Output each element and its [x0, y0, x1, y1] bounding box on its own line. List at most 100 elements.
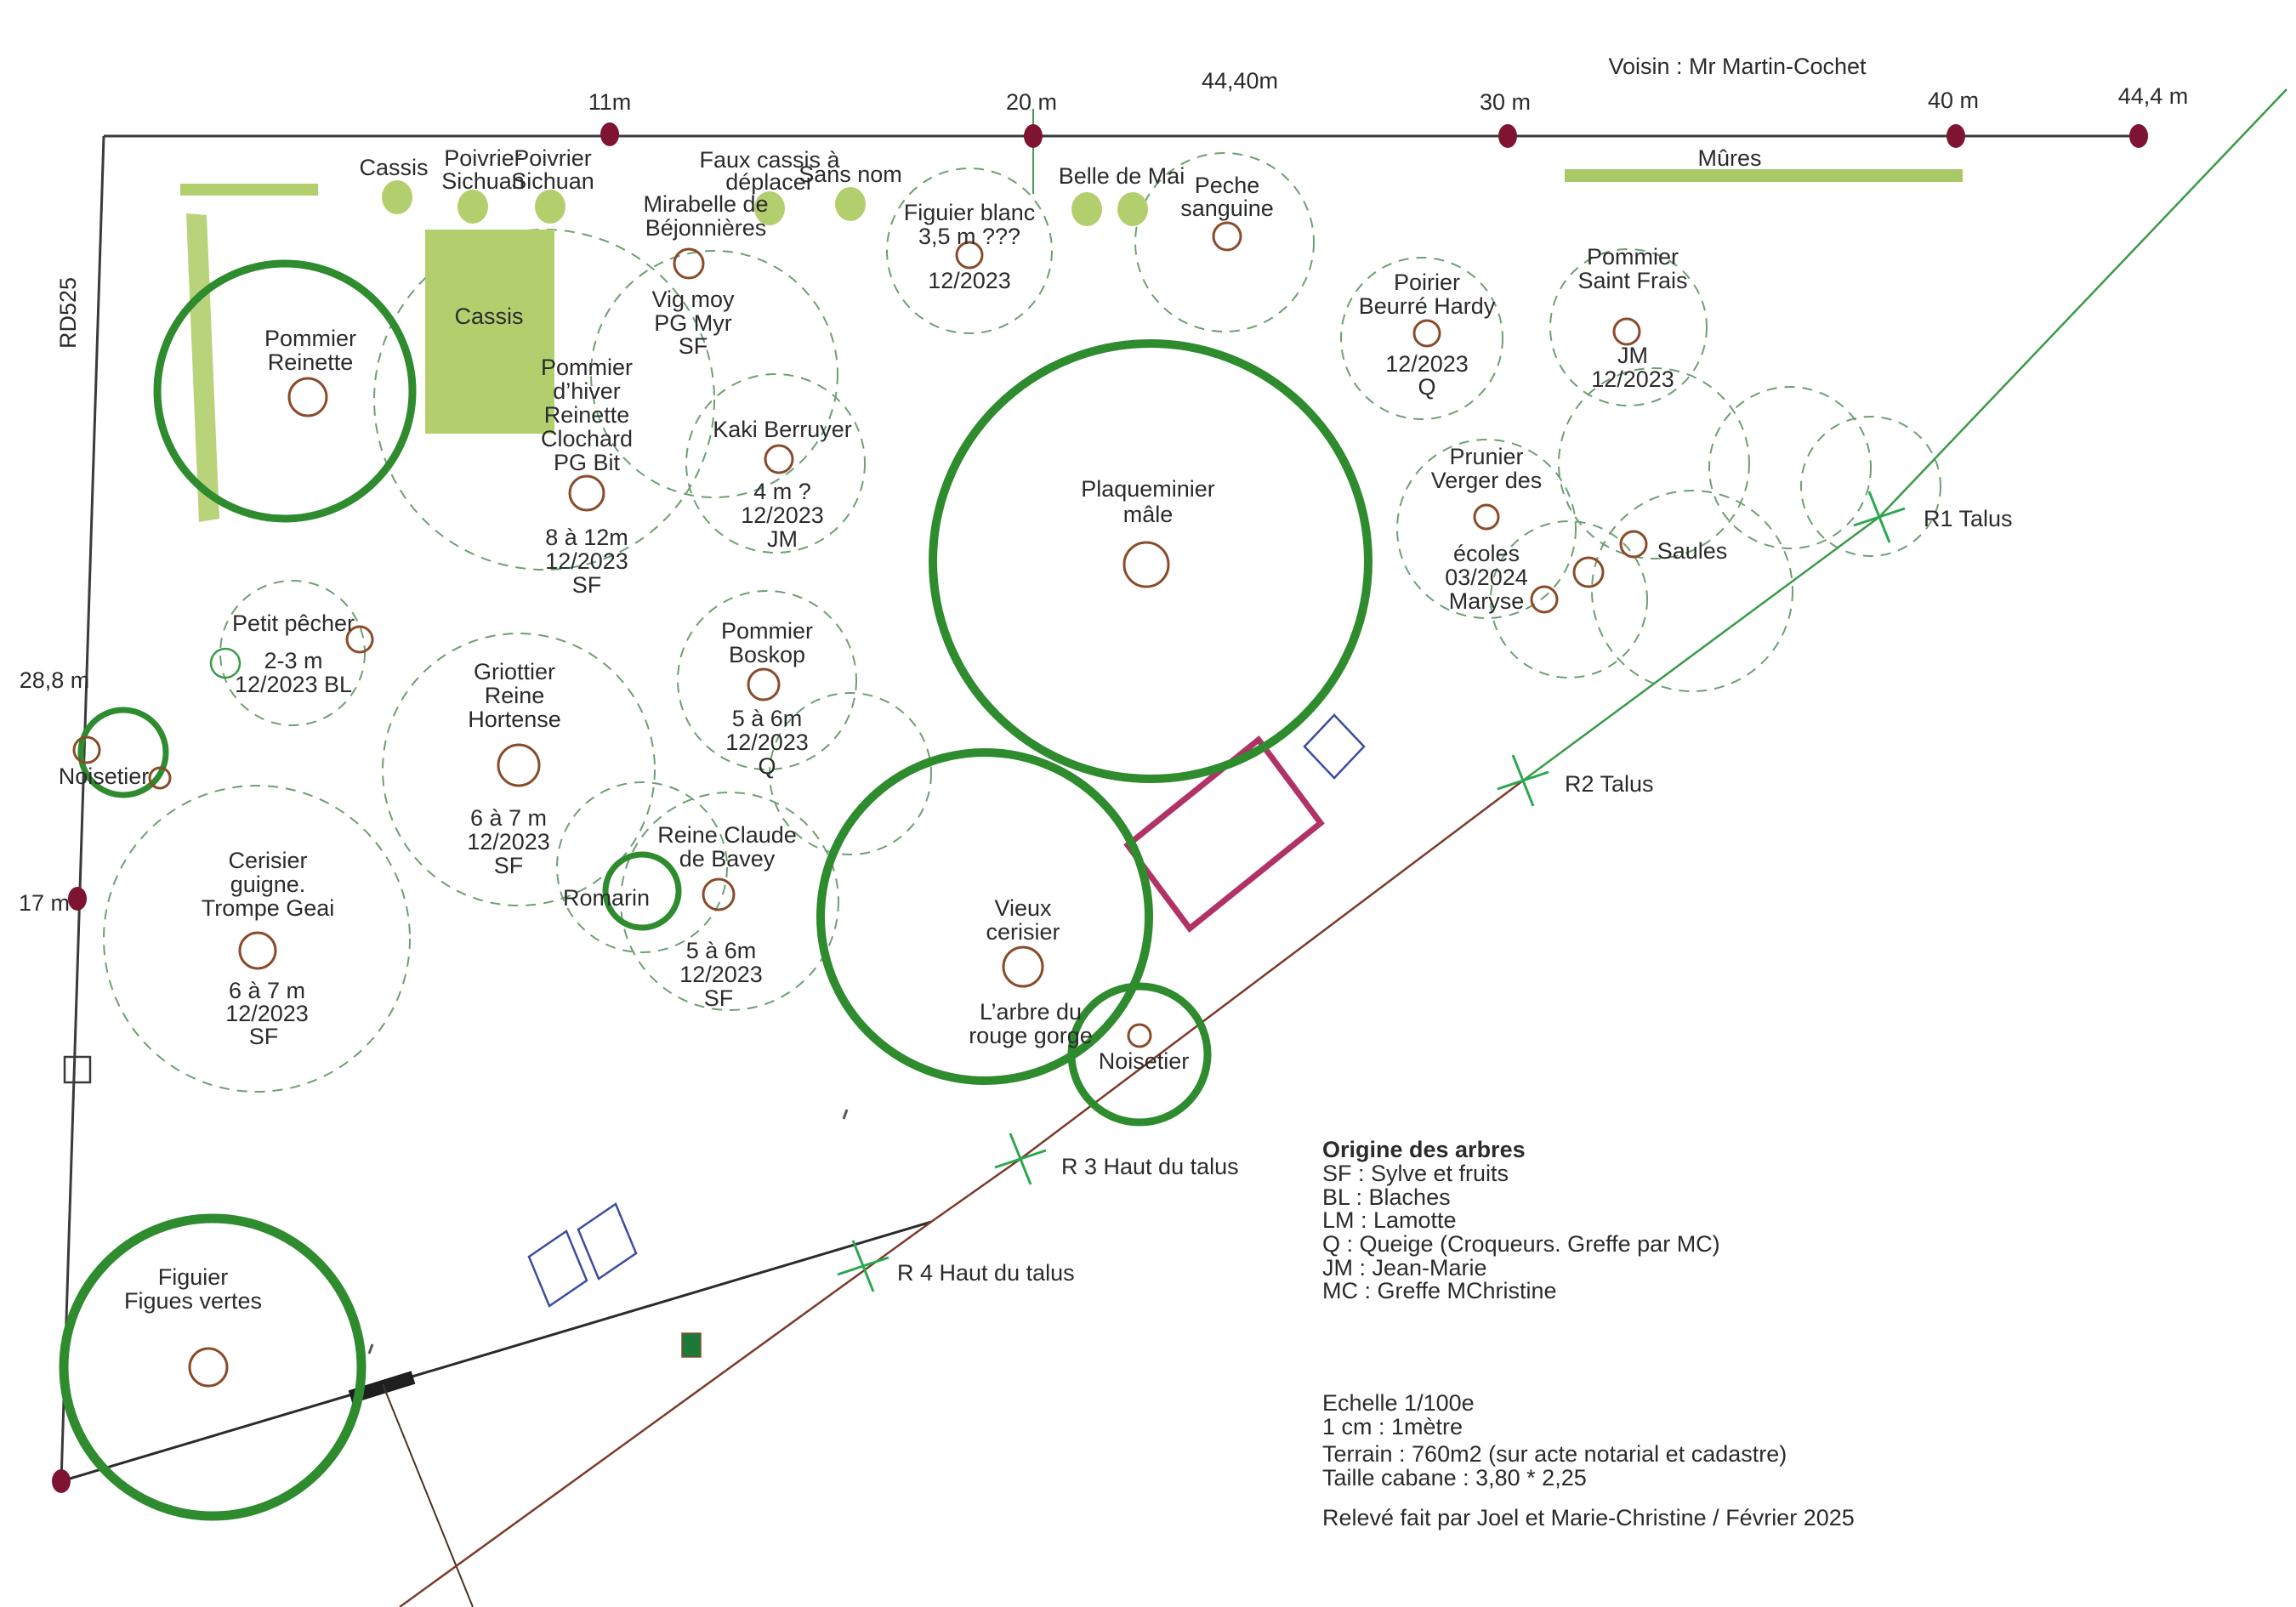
boskop-4: 12/2023 [725, 729, 809, 755]
vig-moy-2: PG Myr [654, 309, 732, 336]
cassis-rect [425, 230, 554, 434]
poivrier2-2: Sichuan [511, 168, 594, 194]
measure-dot [2129, 124, 2148, 148]
sans-nom: Sans nom [798, 161, 902, 187]
pommier-hiver-2: d’hiver [553, 378, 621, 404]
white-square-marker [63, 1055, 92, 1084]
shrub-dot [835, 187, 866, 221]
poirier-2: Beurré Hardy [1358, 292, 1496, 319]
measure-40m: 40 m [1927, 87, 1980, 113]
prunier-2: Verger des [1430, 467, 1543, 493]
poirier-4: Q [1418, 373, 1436, 400]
trunk-circle [72, 735, 101, 764]
trunk-circle [673, 247, 705, 280]
vieux-cerisier-4: rouge gorge [969, 1022, 1093, 1048]
legend-mc: MC : Greffe MChristine [1322, 1277, 1557, 1303]
measure-dot [600, 122, 619, 146]
cerisier-guigne-1: Cerisier [228, 847, 308, 873]
hedge-bar-slanted [186, 213, 219, 522]
kaki-4: JM [767, 525, 798, 552]
pommier-st-frais-3: JM [1617, 342, 1648, 368]
boskop-1: Pommier [720, 617, 814, 644]
shrub-dot [1117, 192, 1148, 226]
plaqueminier-crown [929, 339, 1372, 783]
x-mark [1009, 1133, 1032, 1185]
measure-30m: 30 m [1479, 88, 1532, 115]
shrub-dot [535, 190, 565, 224]
legend-sf: SF : Sylve et fruits [1322, 1160, 1509, 1186]
prunier-5: Maryse [1448, 588, 1525, 614]
legend-jm: JM : Jean-Marie [1322, 1254, 1487, 1280]
figuier-crown [59, 1213, 367, 1521]
measure-20m: 20 m [1005, 88, 1058, 115]
figuier-blanc-3: 12/2023 [928, 267, 1011, 293]
mures: Mûres [1697, 145, 1762, 171]
scale-2: 1 cm : 1mètre [1322, 1413, 1463, 1439]
trunk-circle [1002, 945, 1044, 988]
x-mark [851, 1240, 875, 1292]
trunk-circle [1212, 221, 1242, 252]
bavey-3: 5 à 6m [685, 937, 757, 963]
shrub-dot [382, 180, 412, 214]
dashed-crown-circle [373, 229, 715, 571]
mirabelle-2: Béjonnières [645, 214, 767, 241]
kaki-2: 4 m ? [753, 478, 811, 504]
boskop-3: 5 à 6m [731, 705, 803, 731]
trunk-circle [1412, 319, 1441, 348]
poivrier1-1: Poivrier [444, 145, 522, 171]
vieux-cerisier-2: cerisier [986, 918, 1060, 945]
petit-pecher-2: 2-3 m [264, 647, 323, 673]
plaqueminier-2: mâle [1122, 501, 1174, 527]
measure-dot [68, 887, 87, 911]
dashed-crown-circle [1708, 386, 1872, 549]
cabane-size: Taille cabane : 3,80 * 2,25 [1322, 1464, 1587, 1491]
pommier-hiver-7: 12/2023 [545, 548, 628, 574]
cerisier-guigne-6: SF [248, 1023, 279, 1049]
trunk-circle [188, 1347, 229, 1388]
pommier-hiver-6: 8 à 12m [545, 524, 628, 550]
pommier-st-frais-1: Pommier [1586, 243, 1679, 270]
cabane-rect [1123, 735, 1325, 934]
legend-title: Origine des arbres [1322, 1136, 1526, 1162]
cerisier-guigne-3: Trompe Geai [201, 894, 335, 921]
measure-dot [1024, 124, 1043, 148]
kaki-3: 12/2023 [741, 502, 824, 528]
bavey-2: de Bavey [679, 845, 776, 872]
dashed-crown-circle [556, 781, 728, 953]
dashed-crown-circle [103, 785, 411, 1093]
measure-dot [52, 1469, 71, 1493]
x-mark [1867, 491, 1891, 543]
bavey-1: Reine Claude [657, 821, 797, 848]
peche-1: Peche [1194, 172, 1260, 198]
blue-diamond [1303, 713, 1366, 780]
cerisier-guigne-4: 6 à 7 m [228, 977, 306, 1003]
blue-quad-a [527, 1229, 588, 1308]
griottier-4: 6 à 7 m [469, 804, 548, 831]
saules: Saules [1657, 537, 1728, 564]
trunk-circle [1619, 530, 1648, 559]
trunk-circle [287, 377, 328, 417]
trunk-circle [1122, 541, 1170, 588]
green-filled-square [681, 1332, 702, 1358]
bavey-5: SF [703, 985, 734, 1011]
pommier-reinette-1: Pommier [264, 325, 357, 351]
trunk-circle [747, 667, 781, 701]
figuier-blanc-1: Figuier blanc [903, 199, 1036, 225]
shrub-dot [1071, 192, 1102, 226]
dashed-crown-circle [1340, 257, 1503, 420]
bavey-4: 12/2023 [679, 961, 763, 987]
pommier-hiver-1: Pommier [540, 354, 634, 380]
griottier-2: Reine [484, 682, 545, 708]
poivrier1-2: Sichuan [441, 168, 525, 194]
fence-branch [382, 1383, 474, 1607]
legend-bl: BL : Blaches [1322, 1184, 1451, 1210]
kaki-1: Kaki Berruyer [713, 416, 852, 442]
peche-2: sanguine [1180, 195, 1274, 221]
vieux-cerisier-crown [816, 748, 1153, 1085]
cerisier-guigne-2: guigne. [230, 871, 306, 897]
tiny-mark-2 [367, 1343, 374, 1354]
trunk-circle [1473, 503, 1500, 531]
pommier-hiver-8: SF [571, 571, 602, 598]
